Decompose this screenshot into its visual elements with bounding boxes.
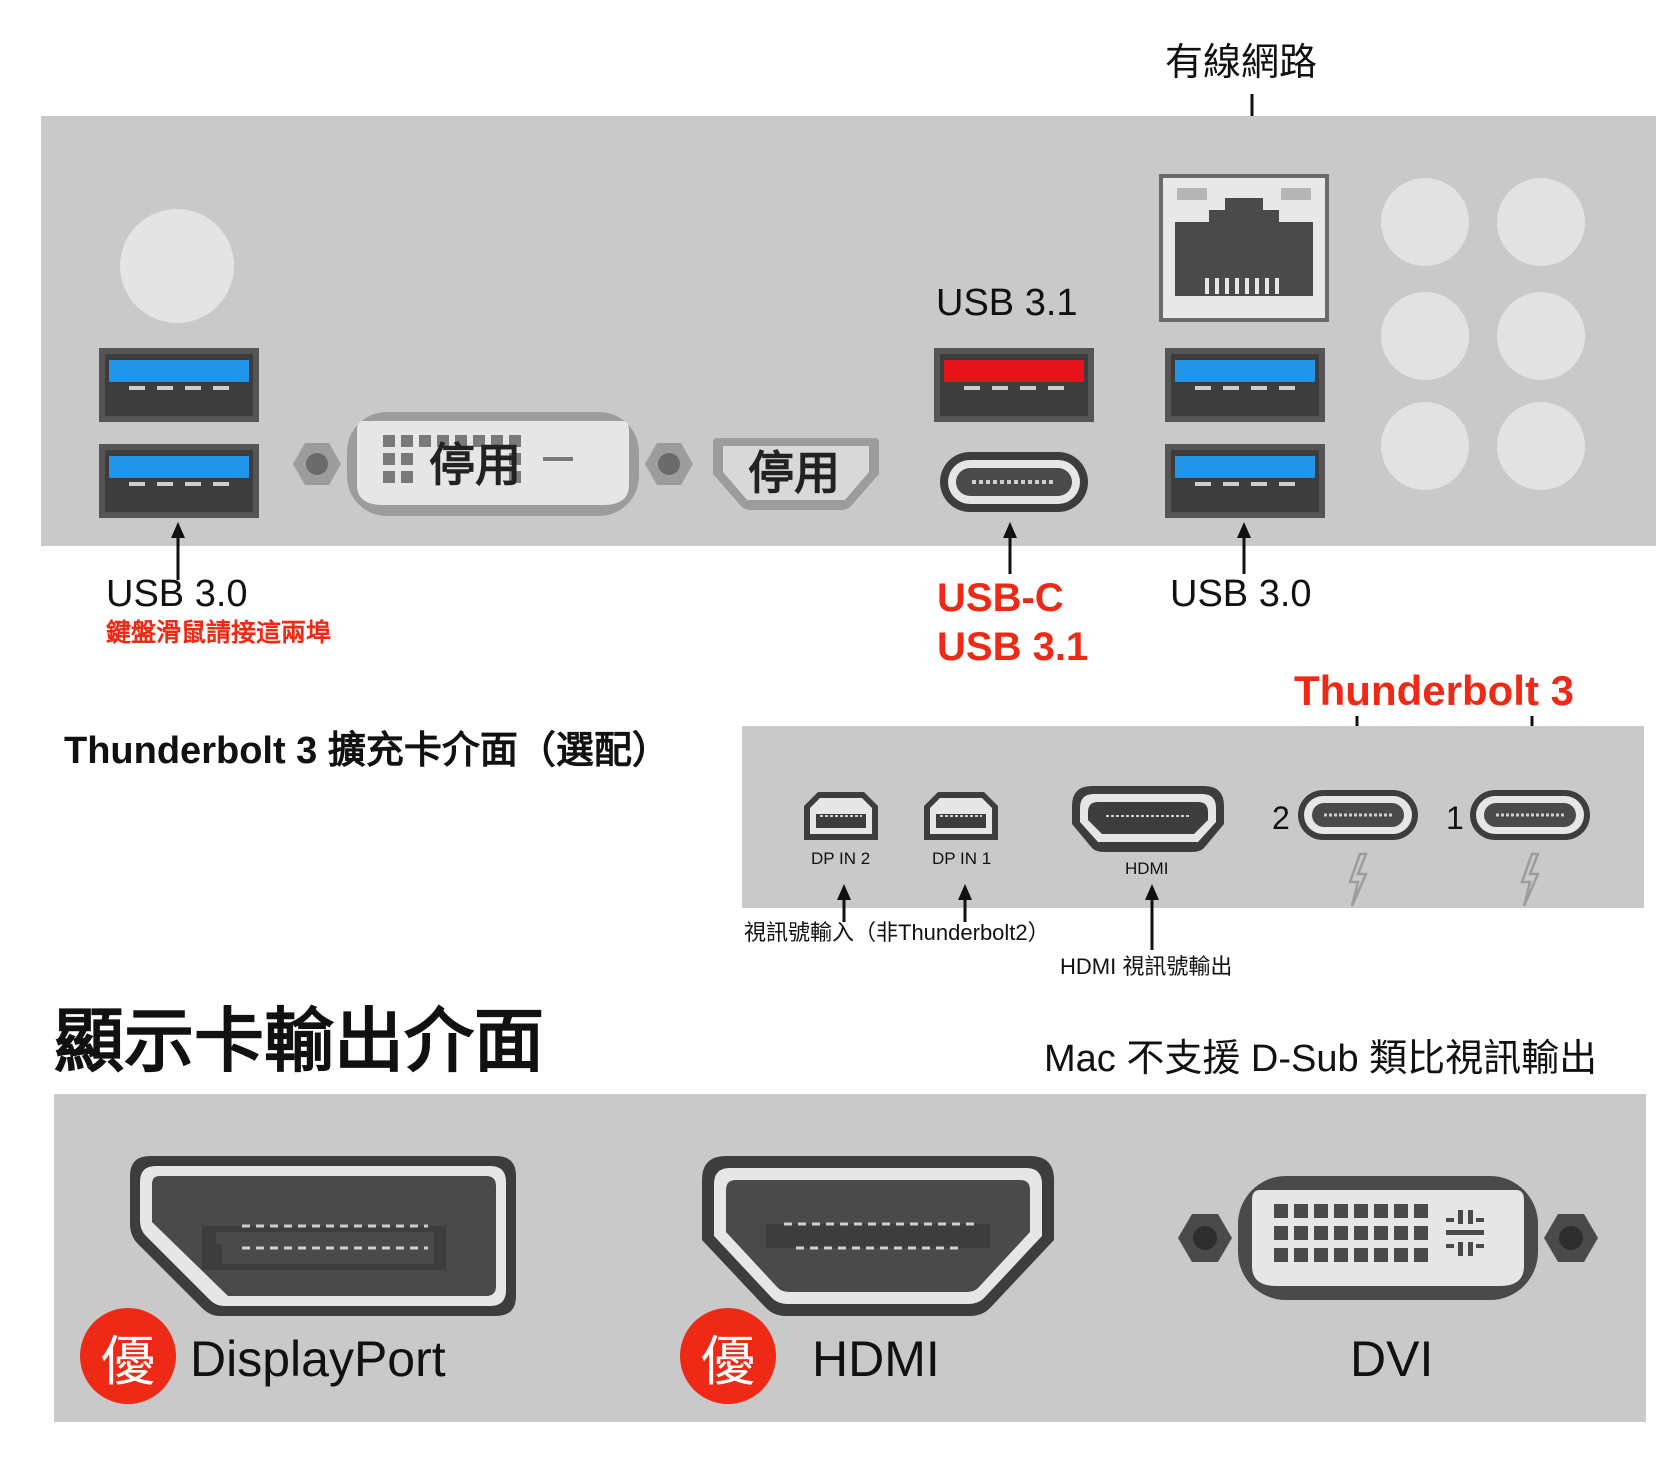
- gpu-hdmi-label: HDMI: [812, 1331, 940, 1387]
- tb3-label: Thunderbolt 3: [1294, 667, 1574, 714]
- gpu-output-panel: 優 DisplayPort 優 HDMI DVI: [54, 1094, 1646, 1422]
- usb30-left-label: USB 3.0: [106, 573, 248, 615]
- tb-port2-number: 2: [1272, 800, 1290, 836]
- ethernet-label: 有線網路: [1165, 42, 1318, 84]
- motherboard-io-panel: 停用 停用 USB 3.1: [41, 116, 1656, 546]
- usbc-arrow-icon: [1003, 522, 1017, 574]
- dvi-disabled-label: 停用: [429, 439, 521, 491]
- audio-jack-icon[interactable]: [1497, 178, 1585, 266]
- audio-jack-icon[interactable]: [1381, 178, 1469, 266]
- usb30-right-arrow-icon: [1237, 522, 1251, 574]
- dp-in-1-arrow-icon: [958, 884, 972, 922]
- audio-jack-icon[interactable]: [1381, 292, 1469, 380]
- lightning-bolt-icon: [1348, 852, 1368, 907]
- dvi-port-icon[interactable]: [1178, 1176, 1598, 1300]
- gpu-title: 顯示卡輸出介面: [54, 1002, 544, 1080]
- usb-c-port-icon[interactable]: [940, 452, 1088, 512]
- tb-hdmi-arrow-icon: [1145, 884, 1159, 950]
- usb-c-port-icon[interactable]: [1298, 790, 1418, 840]
- usb30-left-note: 鍵盤滑鼠請接這兩埠: [106, 619, 332, 647]
- hdmi-port-icon[interactable]: [1072, 786, 1224, 852]
- mini-displayport-icon[interactable]: [804, 792, 878, 840]
- displayport-icon[interactable]: [130, 1156, 516, 1316]
- usbc-label-line2: USB 3.1: [937, 625, 1089, 669]
- ethernet-port-icon[interactable]: [1159, 174, 1329, 322]
- dp-note: 視訊號輸入（非Thunderbolt2）: [744, 920, 1050, 945]
- audio-jack-icon[interactable]: [1497, 292, 1585, 380]
- hdmi-port-icon[interactable]: [702, 1156, 1054, 1316]
- hdmi-note: HDMI 視訊號輸出: [1060, 954, 1233, 979]
- gpu-dvi-label: DVI: [1350, 1331, 1434, 1387]
- tb-card-title: Thunderbolt 3 擴充卡介面（選配）: [64, 730, 670, 772]
- thunderbolt-card-panel: DP IN 2 DP IN 1 HDMI 2 1: [742, 726, 1644, 908]
- dp-in-2-label: DP IN 2: [811, 849, 871, 868]
- usb-a-port-icon[interactable]: [99, 348, 259, 422]
- usb-a-port-icon[interactable]: [99, 444, 259, 518]
- usb30-right-label: USB 3.0: [1170, 573, 1312, 615]
- recommended-badge: 優: [680, 1308, 776, 1404]
- hdmi-port-icon[interactable]: [713, 438, 879, 510]
- dp-in-1-label: DP IN 1: [932, 849, 992, 868]
- usb-a-port-icon[interactable]: [934, 348, 1094, 422]
- recommended-badge: 優: [80, 1308, 176, 1404]
- lightning-bolt-icon: [1520, 852, 1540, 907]
- usb-c-port-icon[interactable]: [1470, 790, 1590, 840]
- gpu-note: Mac 不支援 D-Sub 類比視訊輸出: [1044, 1038, 1598, 1080]
- tb-hdmi-label: HDMI: [1125, 859, 1169, 878]
- displayport-label: DisplayPort: [190, 1331, 446, 1387]
- usb-a-port-icon[interactable]: [1165, 348, 1325, 422]
- audio-jack-icon[interactable]: [1381, 402, 1469, 490]
- usb30-left-arrow-icon: [171, 522, 185, 580]
- dvi-port-icon[interactable]: [293, 409, 693, 519]
- audio-jack-icon[interactable]: [1497, 402, 1585, 490]
- hdmi-disabled-label: 停用: [748, 447, 840, 499]
- dp-in-2-arrow-icon: [837, 884, 851, 922]
- usb-a-port-icon[interactable]: [1165, 444, 1325, 518]
- antenna-hole-icon: [120, 209, 234, 323]
- usbc-label-line1: USB-C: [937, 576, 1064, 620]
- mini-displayport-icon[interactable]: [924, 792, 998, 840]
- tb-port1-number: 1: [1446, 800, 1464, 836]
- usb31-label: USB 3.1: [936, 282, 1078, 324]
